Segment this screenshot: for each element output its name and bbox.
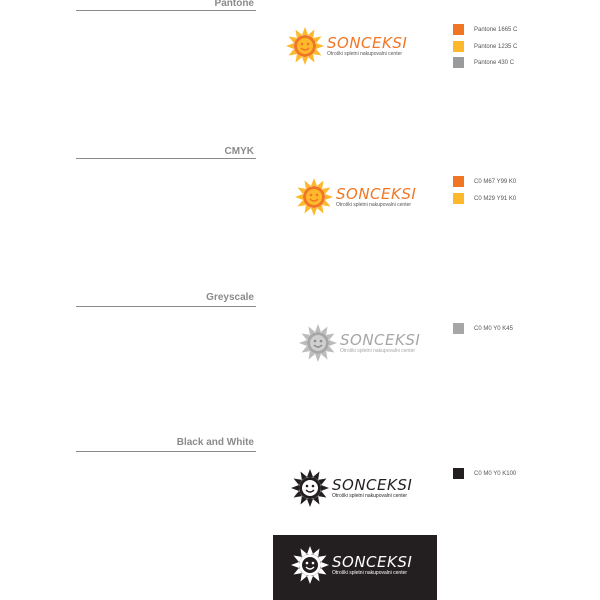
swatch-label: C0 M29 Y91 K0 [474, 195, 517, 202]
brand-name: SONCEKSI [332, 552, 413, 571]
swatch-row: C0 M0 Y0 K100 [453, 468, 516, 479]
brand-name: SONCEKSI [340, 330, 421, 349]
sun-icon [291, 546, 329, 584]
brand-tagline: Otroški spletni nakupovalni center [340, 347, 416, 354]
section-title-greyscale: Greyscale [206, 292, 254, 303]
color-swatch [453, 193, 464, 204]
color-swatch [453, 323, 464, 334]
brand-tagline: Otroški spletni nakupovalni center [332, 569, 408, 576]
swatch-label: C0 M0 Y0 K45 [474, 325, 513, 332]
swatch-label: Pantone 1235 C [474, 43, 518, 50]
color-swatch [453, 24, 464, 35]
swatch-row: Pantone 1665 C [453, 24, 517, 35]
sun-icon [291, 469, 329, 507]
sun-icon [295, 178, 333, 216]
swatch-label: C0 M67 Y99 K0 [474, 178, 517, 185]
section-rule-bw [76, 451, 256, 452]
brand-name: SONCEKSI [332, 475, 413, 494]
swatch-row: C0 M67 Y99 K0 [453, 176, 516, 187]
swatch-row: C0 M0 Y0 K45 [453, 323, 513, 334]
swatch-row: C0 M29 Y91 K0 [453, 193, 516, 204]
section-title-pantone: Pantone [214, 0, 254, 9]
swatch-label: C0 M0 Y0 K100 [474, 470, 517, 477]
brand-tagline: Otroški spletni nakupovalni center [336, 201, 412, 208]
swatch-row: Pantone 1235 C [453, 41, 517, 52]
swatch-label: Pantone 1665 C [474, 26, 518, 33]
section-title-cmyk: CMYK [224, 146, 254, 157]
color-swatch [453, 57, 464, 68]
section-rule-pantone [76, 10, 256, 11]
sun-icon [299, 324, 337, 362]
brand-tagline: Otroški spletni nakupovalni center [327, 50, 403, 57]
section-rule-greyscale [76, 306, 256, 307]
logo-cmyk: SONCEKSI Otroški spletni nakupovalni cen… [294, 177, 416, 217]
swatch-label: Pantone 430 C [474, 59, 515, 66]
section-title-bw: Black and White [176, 437, 254, 448]
color-swatch [453, 468, 464, 479]
brand-tagline: Otroški spletni nakupovalni center [332, 492, 408, 499]
brand-name: SONCEKSI [336, 184, 417, 203]
color-swatch [453, 176, 464, 187]
brand-name: SONCEKSI [327, 33, 408, 52]
logo-white: SONCEKSI Otroški spletni nakupovalni cen… [290, 545, 412, 585]
logo-black: SONCEKSI Otroški spletni nakupovalni cen… [290, 468, 412, 508]
color-swatch [453, 41, 464, 52]
swatch-row: Pantone 430 C [453, 57, 514, 68]
section-rule-cmyk [76, 158, 256, 159]
sun-icon [286, 27, 324, 65]
logo-greyscale: SONCEKSI Otroški spletni nakupovalni cen… [298, 323, 420, 363]
logo-pantone: SONCEKSI Otroški spletni nakupovalni cen… [285, 26, 407, 66]
